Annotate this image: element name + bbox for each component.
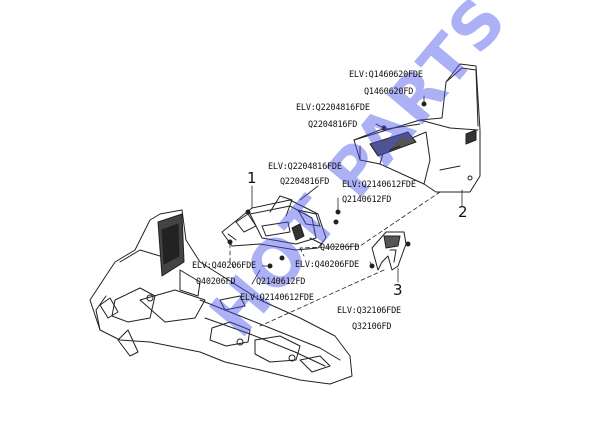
label-elv-q40206fde-right: ELV:Q40206FDE — [295, 260, 359, 270]
assembly-dashed-lines — [229, 191, 441, 327]
callout-3: 3 — [393, 281, 403, 299]
label-q2204816fd-top: Q2204816FD — [308, 120, 358, 130]
label-q1460620fd: Q1460620FD — [364, 87, 414, 97]
label-elv-q2204816fde-mid: ELV:Q2204816FDE — [268, 162, 342, 172]
vehicle-floor — [89, 209, 353, 385]
part-3-bracket — [371, 231, 407, 271]
label-elv-q1460620fde: ELV:Q1460620FDE — [349, 70, 423, 80]
leader-lines — [251, 95, 463, 285]
label-elv-q40206fde-left: ELV:Q40206FDE — [192, 261, 256, 271]
label-q2204816fd-mid: Q2204816FD — [280, 177, 330, 187]
label-q40206fd-right: Q40206FD — [320, 243, 360, 253]
label-q2140612fd-right: Q2140612FD — [342, 195, 392, 205]
label-elv-q2140612fde-right: ELV:Q2140612FDE — [342, 180, 416, 190]
part-2-console — [353, 63, 481, 193]
label-elv-q32106fde: ELV:Q32106FDE — [337, 306, 401, 316]
label-elv-q2140612fde-left: ELV:Q2140612FDE — [240, 293, 314, 303]
label-q2140612fd-left: Q2140612FD — [256, 277, 306, 287]
callout-1: 1 — [247, 169, 257, 187]
label-q40206fd-left: Q40206FD — [196, 277, 236, 287]
callout-2: 2 — [458, 203, 468, 221]
label-q32106fd: Q32106FD — [352, 322, 392, 332]
part-1-bracket — [221, 195, 327, 251]
label-elv-q2204816fde-top: ELV:Q2204816FDE — [296, 103, 370, 113]
